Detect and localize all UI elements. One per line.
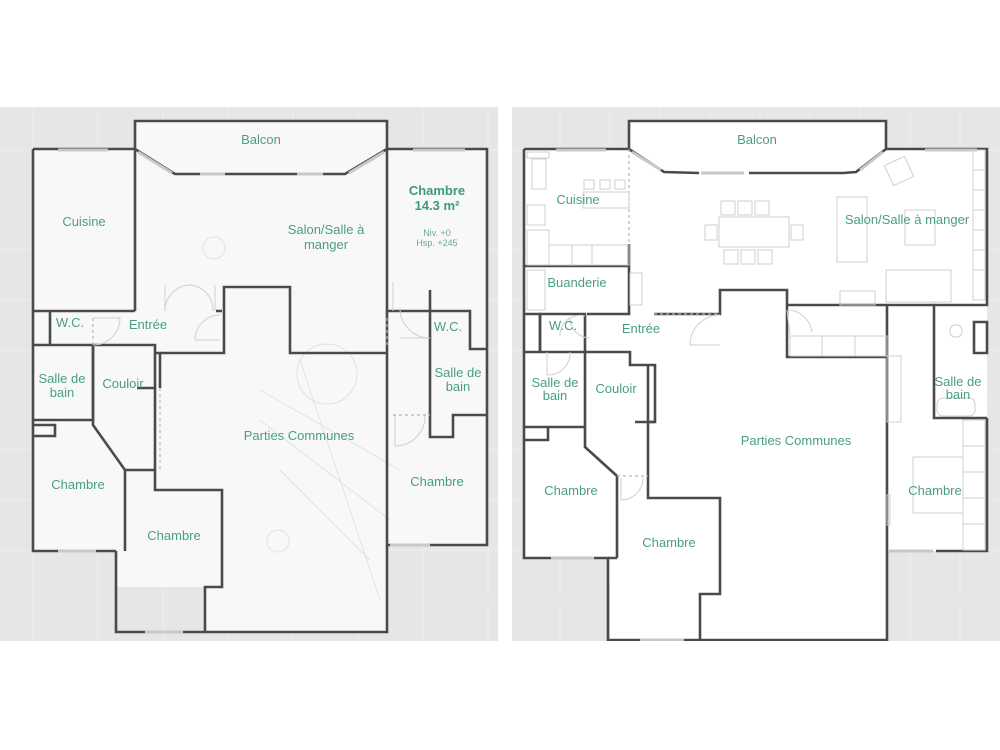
room-label-chambre[interactable]: Chambre xyxy=(544,483,597,498)
room-label-wc[interactable]: W.C. xyxy=(434,319,462,334)
room-label-salle-de-bain-line2[interactable]: bain xyxy=(50,385,75,400)
room-label-chambre[interactable]: Chambre xyxy=(410,474,463,489)
room-label-salle-de-bain-line2[interactable]: bain xyxy=(446,379,471,394)
selected-room-name: Chambre xyxy=(409,183,465,198)
room-label-salle-de-bain-line2[interactable]: bain xyxy=(946,387,971,402)
room-label-parties-communes[interactable]: Parties Communes xyxy=(244,428,355,443)
room-label-cuisine[interactable]: Cuisine xyxy=(556,192,599,207)
room-label-buanderie[interactable]: Buanderie xyxy=(547,275,606,290)
room-label-chambre[interactable]: Chambre xyxy=(147,528,200,543)
room-label-salle-de-bain-line2[interactable]: bain xyxy=(543,388,568,403)
floor-plan-renovated: Balcon Cuisine Salon/Salle à manger Buan… xyxy=(512,107,1000,641)
floor-plan-original: Balcon Cuisine Salon/Salle à manger W.C.… xyxy=(0,107,498,641)
selected-room-area: 14.3 m² xyxy=(415,198,460,213)
room-label-chambre[interactable]: Chambre xyxy=(908,483,961,498)
room-label-chambre[interactable]: Chambre xyxy=(51,477,104,492)
floor-plan-original-drawing: Balcon Cuisine Salon/Salle à manger W.C.… xyxy=(0,107,498,641)
selected-room-height: Hsp. +245 xyxy=(416,238,457,248)
room-label-chambre[interactable]: Chambre xyxy=(642,535,695,550)
floor-plan-renovated-drawing: Balcon Cuisine Salon/Salle à manger Buan… xyxy=(512,107,1000,641)
selected-room-level: Niv. +0 xyxy=(423,228,451,238)
room-label-salle-de-bain-line1[interactable]: Salle de xyxy=(532,375,579,390)
room-label-couloir[interactable]: Couloir xyxy=(102,376,144,391)
room-label-wc[interactable]: W.C. xyxy=(56,315,84,330)
room-label-entree[interactable]: Entrée xyxy=(622,321,660,336)
room-label-cuisine[interactable]: Cuisine xyxy=(62,214,105,229)
room-label-salle-de-bain-line1[interactable]: Salle de xyxy=(39,371,86,386)
room-label-salon[interactable]: Salon/Salle à manger xyxy=(845,212,970,227)
room-label-salle-de-bain-line1[interactable]: Salle de xyxy=(435,365,482,380)
room-label-salle-de-bain-line1[interactable]: Salle de xyxy=(935,374,982,389)
room-label-wc[interactable]: W.C. xyxy=(549,318,577,333)
room-label-couloir[interactable]: Couloir xyxy=(595,381,637,396)
room-label-parties-communes[interactable]: Parties Communes xyxy=(741,433,852,448)
room-label-balcon[interactable]: Balcon xyxy=(737,132,777,147)
room-label-salon-line2[interactable]: manger xyxy=(304,237,349,252)
room-label-entree[interactable]: Entrée xyxy=(129,317,167,332)
room-label-salon-line1[interactable]: Salon/Salle à xyxy=(288,222,365,237)
selected-room-info[interactable]: Chambre 14.3 m² Niv. +0 Hsp. +245 xyxy=(409,183,465,248)
room-label-balcon[interactable]: Balcon xyxy=(241,132,281,147)
